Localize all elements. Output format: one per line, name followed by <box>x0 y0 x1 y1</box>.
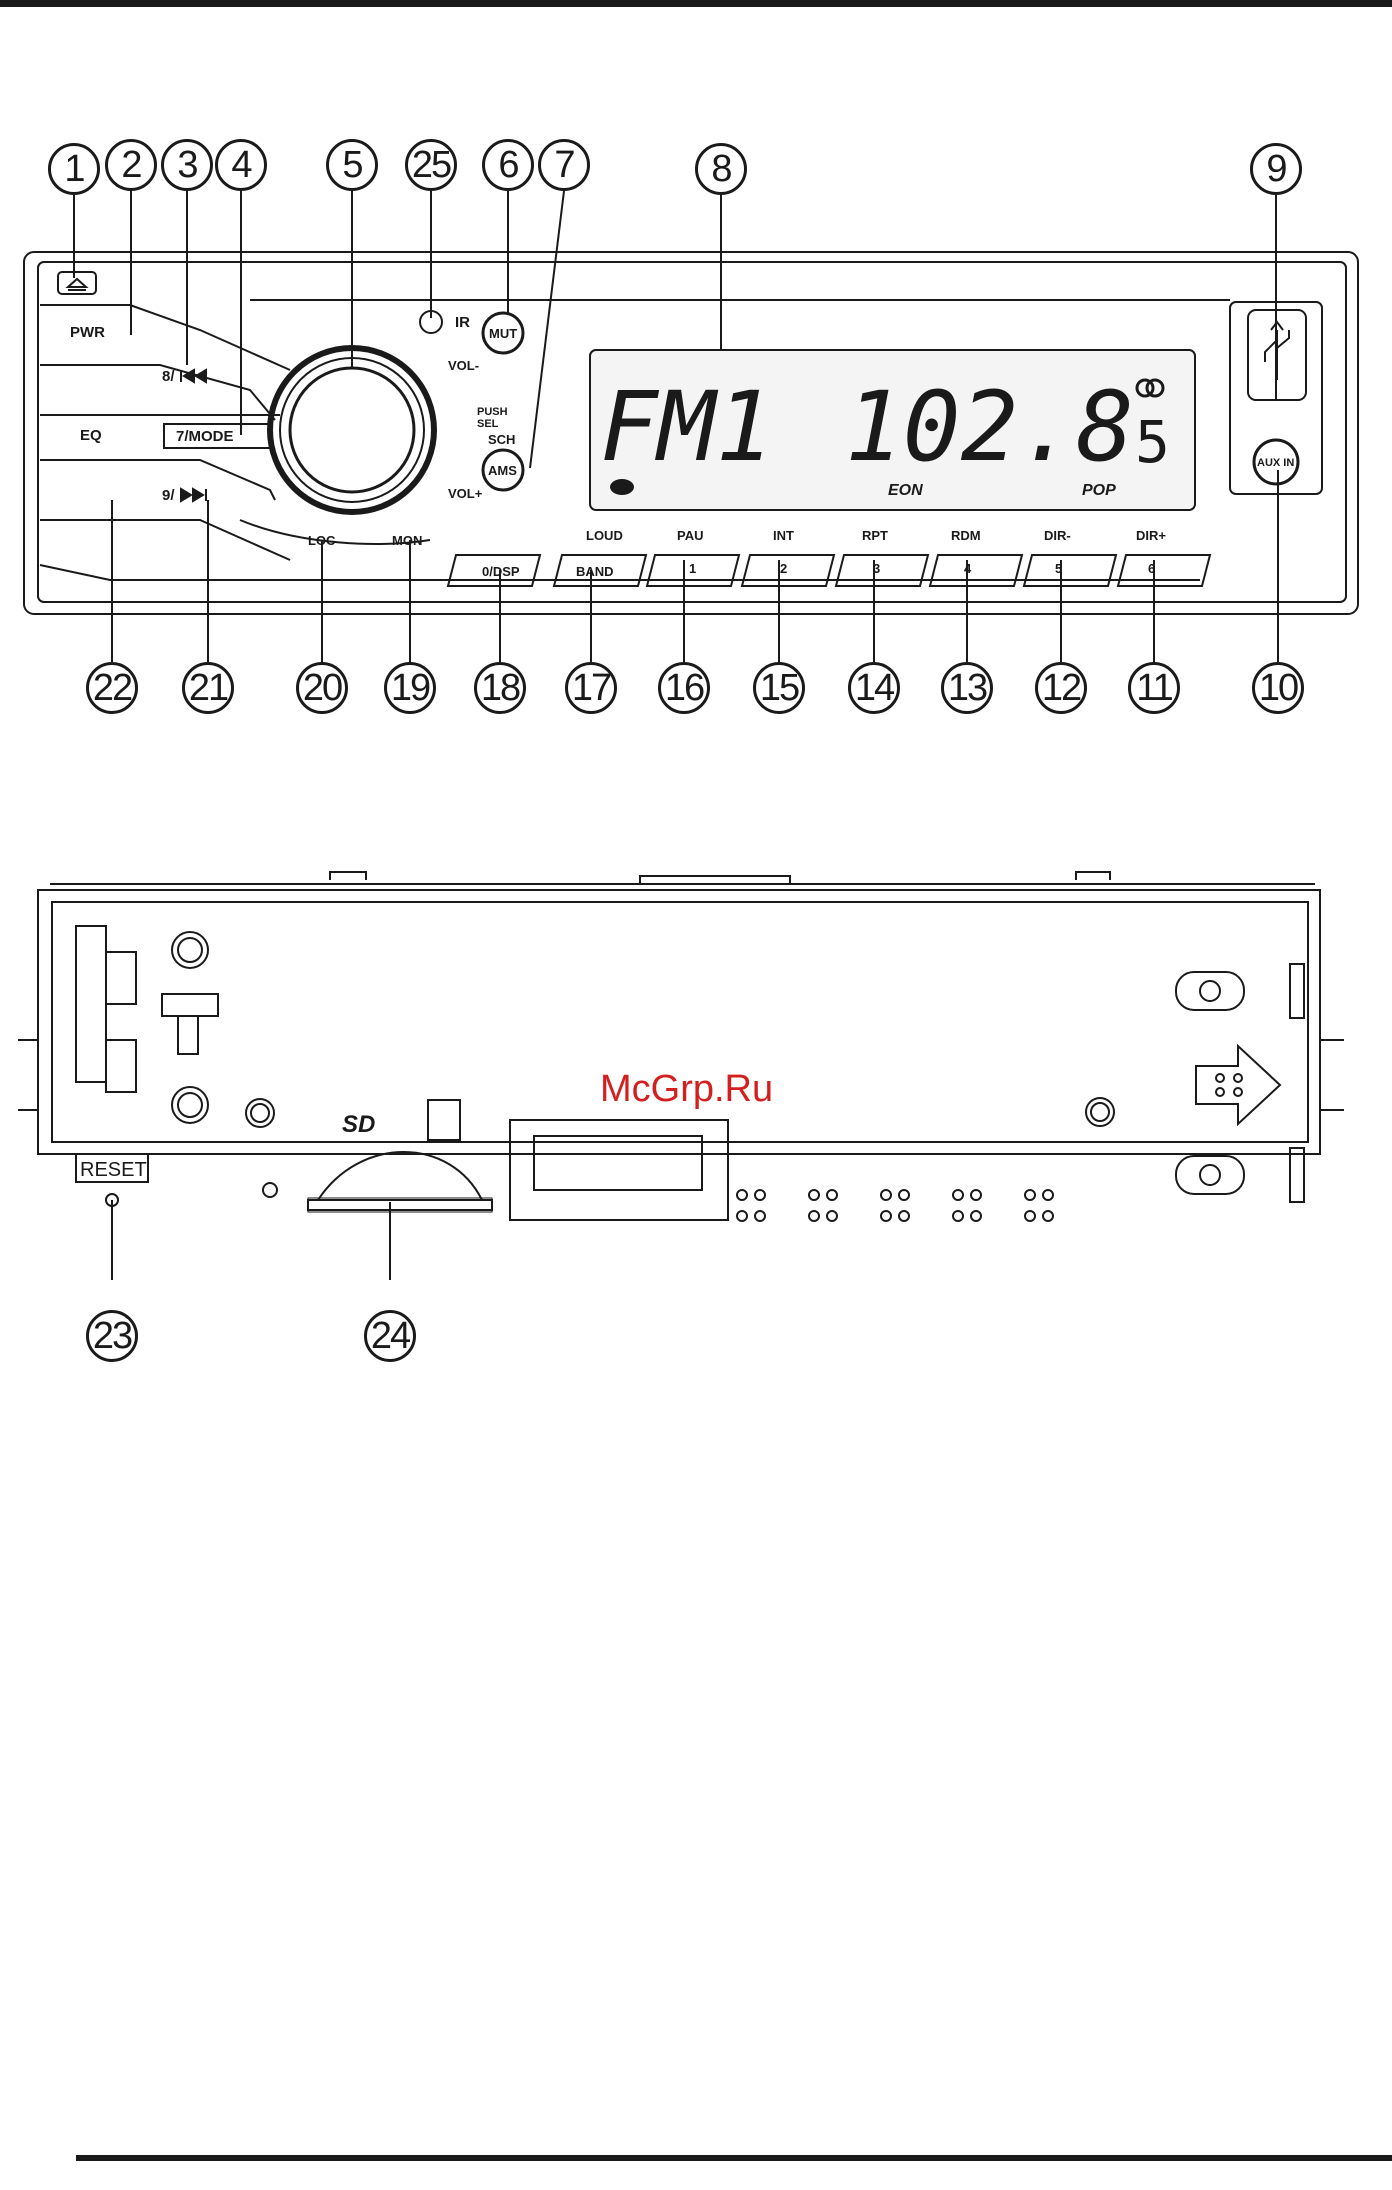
prev-label: 8/ <box>162 368 175 385</box>
watermark: McGrp.Ru <box>600 1068 773 1111</box>
sd-logo: SD <box>342 1111 375 1138</box>
preset-key-3[interactable] <box>836 555 928 586</box>
push-label: PUSH <box>477 406 508 418</box>
lcd-frequency: 102.8 <box>845 371 1134 483</box>
loc-label: LOC <box>308 533 336 548</box>
sel-label: SEL <box>477 418 499 430</box>
callout-24: 24 <box>364 1310 416 1362</box>
key-label-4: 4 <box>964 561 972 576</box>
sch-label: SCH <box>488 432 515 447</box>
key-top-int: INT <box>773 528 794 543</box>
lcd-pop: POP <box>1082 482 1116 499</box>
key-label-5: 5 <box>1055 561 1062 576</box>
next-label: 9/ <box>162 487 175 504</box>
aux-in-label: AUX IN <box>1257 457 1294 469</box>
reset-label: RESET <box>80 1159 147 1181</box>
key-label-2: 2 <box>780 561 787 576</box>
key-label-6: 6 <box>1148 561 1155 576</box>
usb-icon <box>1265 322 1289 380</box>
key-label-band: BAND <box>576 564 614 579</box>
preset-key-4[interactable] <box>930 555 1022 586</box>
bottom-rule <box>76 2155 1392 2161</box>
mon-label: MON <box>392 533 422 548</box>
key-top-dir-plus: DIR+ <box>1136 528 1166 543</box>
lcd-preset: 5 <box>1135 408 1170 476</box>
preset-key-6[interactable] <box>1118 555 1210 586</box>
lcd-band: FM1 <box>600 371 773 483</box>
key-top-rdm: RDM <box>951 528 981 543</box>
lcd-eon: EON <box>888 482 923 499</box>
ams-label: AMS <box>488 463 517 478</box>
key-top-pau: PAU <box>677 528 703 543</box>
preset-key-2[interactable] <box>742 555 834 586</box>
vol-minus-label: VOL- <box>448 358 479 373</box>
preset-key-5[interactable] <box>1024 555 1116 586</box>
key-top-rpt: RPT <box>862 528 888 543</box>
mut-label: MUT <box>489 326 517 341</box>
callout-23: 23 <box>86 1310 138 1362</box>
key-label-3: 3 <box>873 561 880 576</box>
pwr-label: PWR <box>70 324 105 341</box>
ir-label: IR <box>455 314 470 331</box>
eq-label: EQ <box>80 427 102 444</box>
volume-knob[interactable] <box>270 348 434 512</box>
next-track-icon <box>181 489 206 501</box>
key-top-loud: LOUD <box>586 528 623 543</box>
front-panel: PWR 8/ 7/MODE EQ 9/ IR MUT VOL- PUSH SEL… <box>0 0 1392 720</box>
mode-label: 7/MODE <box>176 428 234 445</box>
key-label-1: 1 <box>689 561 696 576</box>
dsp-label: 0/DSP <box>482 564 520 579</box>
key-top-dir-minus: DIR- <box>1044 528 1071 543</box>
eject-icon <box>68 279 86 290</box>
vol-plus-label: VOL+ <box>448 486 483 501</box>
